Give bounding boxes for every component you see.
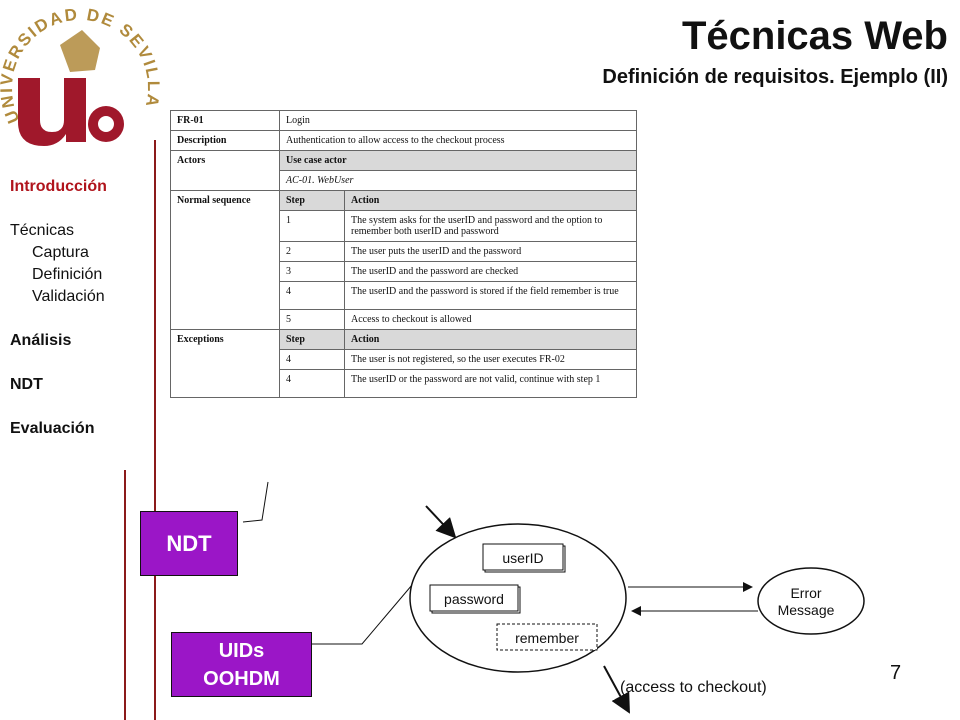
page-subtitle: Definición de requisitos. Ejemplo (II) bbox=[602, 66, 948, 88]
remember-field-label: remember bbox=[515, 630, 579, 646]
req-normal-action-header: Action bbox=[344, 190, 637, 211]
req-id-value: Login bbox=[279, 110, 637, 131]
req-exception-step: 4 bbox=[279, 349, 345, 370]
outgoing-arrow bbox=[603, 665, 630, 714]
req-exception-step: 4 bbox=[279, 369, 345, 398]
nav-item-validacion[interactable]: Validación bbox=[32, 288, 105, 305]
error-message-line1: Error bbox=[790, 585, 821, 601]
remember-field-box bbox=[496, 623, 598, 651]
req-normal-action: The system asks for the userID and passw… bbox=[344, 210, 637, 242]
req-normal-action: The userID and the password are checked bbox=[344, 261, 637, 282]
req-description-label: Description bbox=[170, 130, 280, 151]
nav-item-ndt[interactable]: NDT bbox=[10, 376, 43, 393]
req-normal-step: 3 bbox=[279, 261, 345, 282]
req-normal-step: 2 bbox=[279, 241, 345, 262]
error-message-node bbox=[757, 567, 865, 635]
req-exceptions-label: Exceptions bbox=[170, 329, 280, 350]
nav-item-tecnicas[interactable]: Técnicas bbox=[10, 222, 75, 239]
req-description-value: Authentication to allow access to the ch… bbox=[279, 130, 637, 151]
ndt-tag: NDT bbox=[140, 511, 238, 576]
req-normal-action: The userID and the password is stored if… bbox=[344, 281, 637, 310]
req-exceptions-step-header: Step bbox=[279, 329, 345, 350]
req-actors-label: Actors bbox=[170, 150, 280, 171]
side-nav: Introducción Técnicas Captura Definición… bbox=[10, 176, 150, 440]
nav-item-captura[interactable]: Captura bbox=[32, 244, 89, 261]
uids-connector-line bbox=[312, 584, 413, 645]
req-exceptions-action-header: Action bbox=[344, 329, 637, 350]
university-seal-logo: UNIVERSIDAD DE SEVILLA bbox=[0, 5, 161, 146]
req-normal-label: Normal sequence bbox=[170, 190, 280, 211]
logo-letter-u bbox=[18, 78, 86, 146]
req-normal-action: Access to checkout is allowed bbox=[344, 309, 637, 330]
error-message-line2: Message bbox=[778, 602, 835, 618]
nav-item-introduccion[interactable]: Introducción bbox=[10, 178, 107, 195]
left-divider bbox=[154, 140, 156, 720]
req-normal-step: 5 bbox=[279, 309, 345, 330]
oohdm-label: OOHDM bbox=[203, 668, 280, 690]
requirement-table: FR-01 Login Description Authentication t… bbox=[170, 110, 637, 398]
left-divider-lower bbox=[124, 470, 126, 720]
userid-field-label: userID bbox=[502, 550, 543, 566]
req-exception-action: The userID or the password are not valid… bbox=[344, 369, 637, 398]
req-actors-header: Use case actor bbox=[279, 150, 637, 171]
req-exception-action: The user is not registered, so the user … bbox=[344, 349, 637, 370]
page-title: Técnicas Web bbox=[681, 14, 948, 58]
nav-item-definicion[interactable]: Definición bbox=[32, 266, 103, 283]
req-actors-value: AC-01. WebUser bbox=[279, 170, 637, 191]
req-normal-step: 1 bbox=[279, 210, 345, 242]
access-to-checkout-label: (access to checkout) bbox=[620, 679, 767, 696]
incoming-arrow bbox=[425, 505, 457, 539]
uids-label: UIDs bbox=[218, 640, 265, 662]
logo-figure bbox=[60, 30, 100, 72]
req-normal-action: The user puts the userID and the passwor… bbox=[344, 241, 637, 262]
nav-item-evaluacion[interactable]: Evaluación bbox=[10, 420, 95, 437]
nav-item-analisis[interactable]: Análisis bbox=[10, 332, 72, 349]
page-number: 7 bbox=[890, 662, 902, 684]
req-id-label: FR-01 bbox=[170, 110, 280, 131]
ndt-connector-line bbox=[242, 481, 269, 523]
password-field-label: password bbox=[444, 591, 504, 607]
req-normal-step-header: Step bbox=[279, 190, 345, 211]
uids-oohdm-tag: UIDs OOHDM bbox=[171, 632, 312, 697]
req-normal-step: 4 bbox=[279, 281, 345, 310]
